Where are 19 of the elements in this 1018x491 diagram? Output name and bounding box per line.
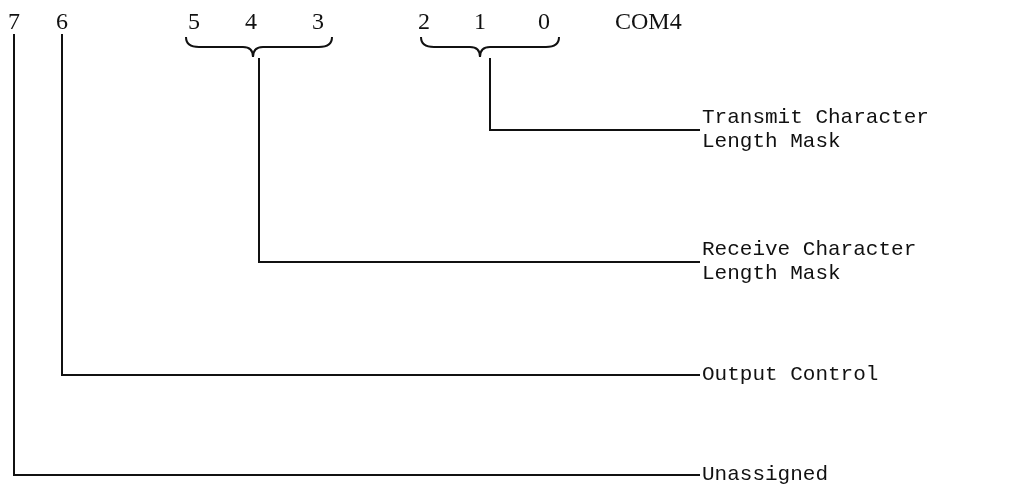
bit-number: 4 bbox=[245, 8, 257, 34]
leader-line bbox=[258, 57, 701, 263]
bit-number: 3 bbox=[312, 8, 324, 34]
leader-line bbox=[61, 33, 701, 376]
leader-line bbox=[489, 57, 701, 131]
leader-line bbox=[13, 33, 701, 476]
field-label: Unassigned bbox=[702, 463, 982, 487]
curly-brace bbox=[420, 36, 560, 58]
field-label: Output Control bbox=[702, 363, 982, 387]
curly-brace bbox=[185, 36, 333, 58]
field-label: Transmit Character Length Mask bbox=[702, 106, 982, 154]
bit-number: 7 bbox=[8, 8, 20, 34]
bit-number: 5 bbox=[188, 8, 200, 34]
bit-number: 1 bbox=[474, 8, 486, 34]
field-label: Receive Character Length Mask bbox=[702, 238, 982, 286]
bit-number: 6 bbox=[56, 8, 68, 34]
register-name: COM4 bbox=[615, 8, 682, 34]
bit-number: 2 bbox=[418, 8, 430, 34]
bit-number: 0 bbox=[538, 8, 550, 34]
